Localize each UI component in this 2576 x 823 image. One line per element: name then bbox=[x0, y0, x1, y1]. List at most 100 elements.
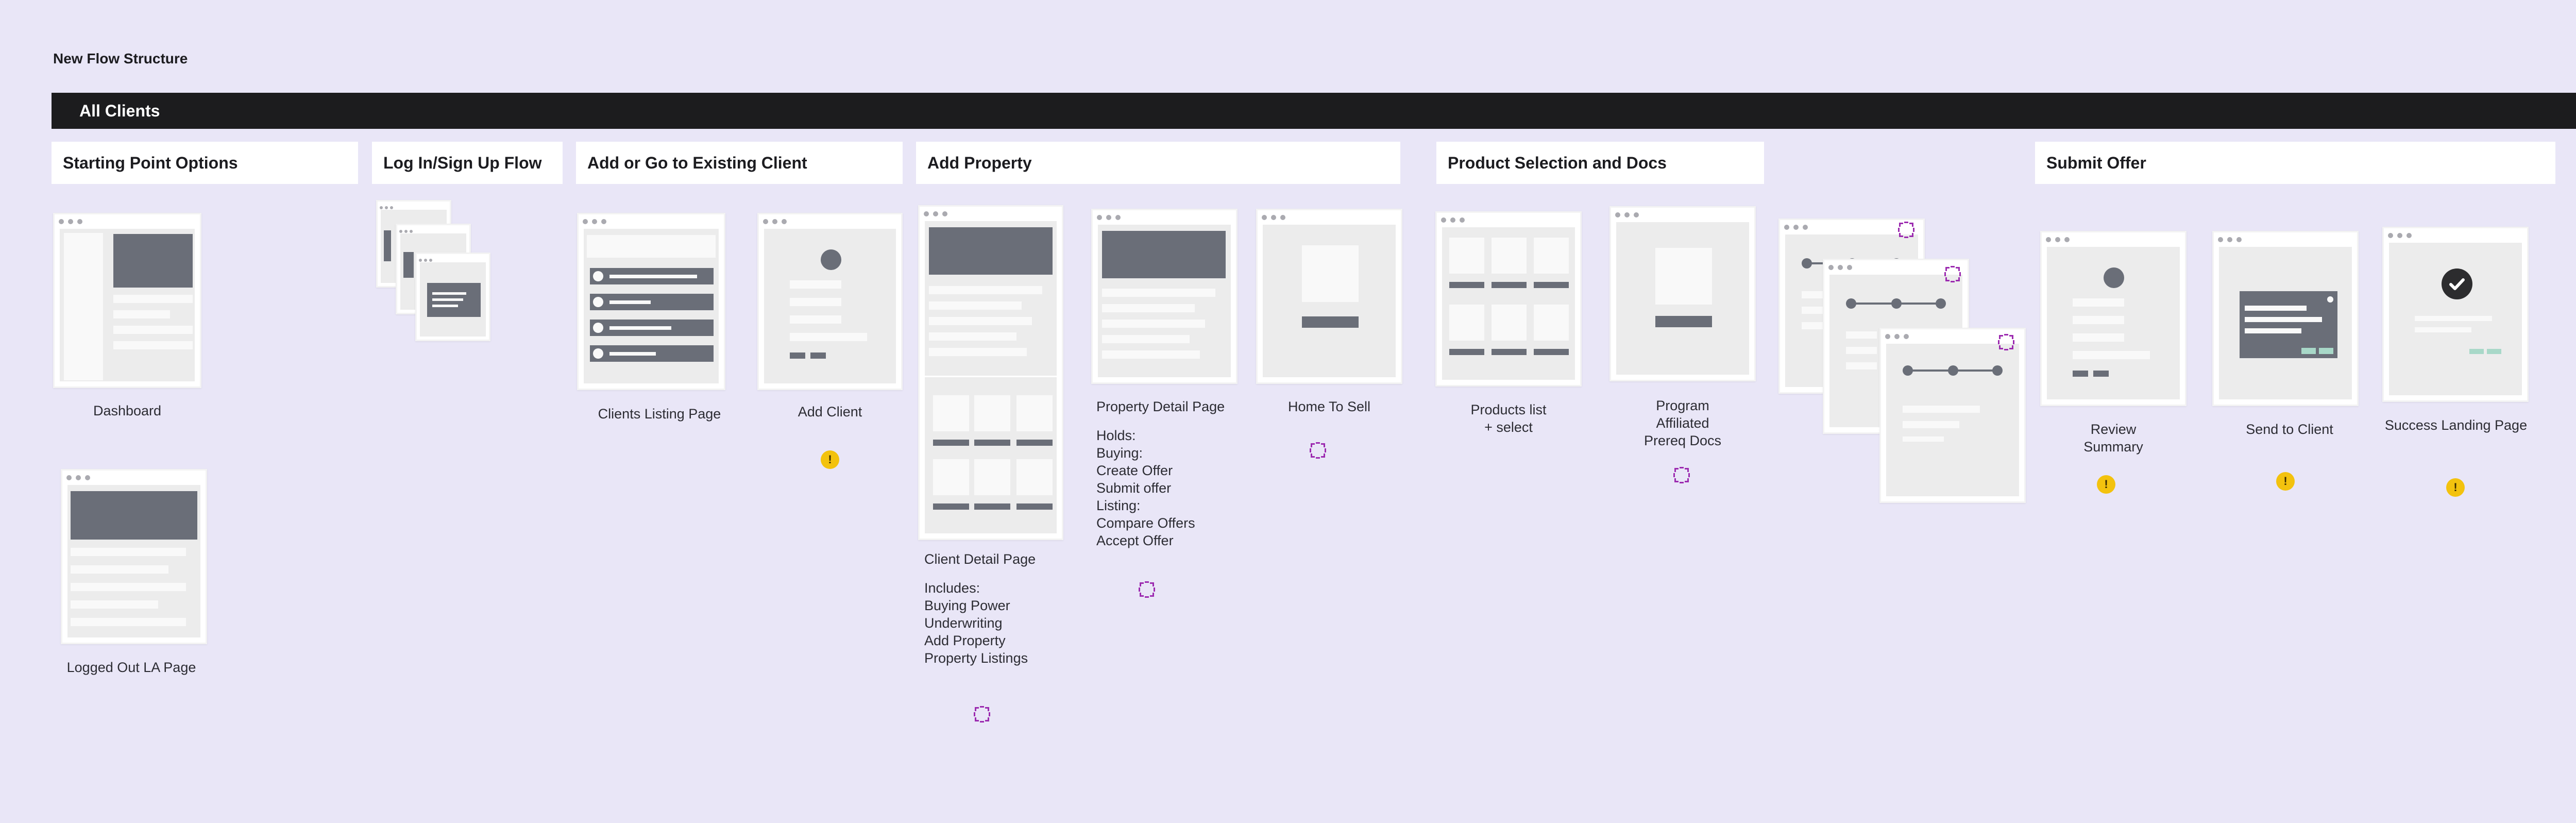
text-line bbox=[1903, 436, 1944, 442]
text-line bbox=[2073, 298, 2124, 307]
stepper-dot bbox=[1903, 365, 1913, 376]
section-label: Submit Offer bbox=[2046, 154, 2146, 172]
component-icon[interactable] bbox=[973, 705, 991, 724]
wireframe-body bbox=[420, 262, 486, 337]
clients-listing-label: Clients Listing Page bbox=[598, 406, 721, 422]
card-image bbox=[1016, 395, 1053, 431]
window-dots bbox=[419, 255, 436, 262]
stepper-dot bbox=[1936, 298, 1946, 309]
success-landing-wireframe[interactable] bbox=[2382, 227, 2529, 402]
section-add-property[interactable]: Add Property bbox=[916, 142, 1400, 184]
send-to-client-wireframe[interactable] bbox=[2212, 231, 2359, 406]
card-image bbox=[933, 395, 969, 431]
property-detail-label: Property Detail Page bbox=[1096, 399, 1225, 414]
component-icon[interactable] bbox=[1897, 221, 1916, 239]
send-to-client-label: Send to Client bbox=[2246, 422, 2333, 437]
text-line bbox=[1102, 289, 1215, 297]
card-label bbox=[974, 503, 1010, 510]
text-line bbox=[929, 332, 1016, 341]
component-icon[interactable] bbox=[1309, 441, 1327, 460]
card-label bbox=[1016, 440, 1053, 446]
add-client-wireframe[interactable] bbox=[757, 213, 903, 390]
wireframe-body bbox=[1442, 227, 1575, 380]
logged-out-wireframe[interactable] bbox=[61, 469, 207, 644]
text-line bbox=[71, 548, 186, 556]
text-line bbox=[113, 326, 193, 334]
wireframe-body bbox=[2047, 247, 2180, 399]
text-line bbox=[609, 352, 656, 356]
text-line bbox=[1102, 350, 1200, 359]
review-summary-wireframe[interactable] bbox=[2040, 231, 2187, 406]
section-label: Product Selection and Docs bbox=[1448, 154, 1667, 172]
header-block bbox=[587, 235, 716, 258]
window-dots bbox=[2388, 231, 2416, 238]
products-list-label: Products list + select bbox=[1470, 402, 1547, 435]
section-submit-offer[interactable]: Submit Offer bbox=[2035, 142, 2555, 184]
component-icon[interactable] bbox=[1997, 333, 2015, 351]
window-dots bbox=[1828, 263, 1856, 270]
section-login-flow[interactable]: Log In/Sign Up Flow bbox=[372, 142, 563, 184]
text-line bbox=[2415, 327, 2471, 332]
property-detail-wireframe[interactable] bbox=[1091, 209, 1238, 384]
card-label bbox=[1492, 282, 1527, 288]
button-block bbox=[810, 352, 826, 359]
warning-icon[interactable]: ! bbox=[821, 450, 839, 469]
text-line bbox=[2073, 351, 2150, 359]
window-dots bbox=[1615, 211, 1643, 217]
logged-out-label: Logged Out LA Page bbox=[66, 660, 196, 675]
home-to-sell-wireframe[interactable] bbox=[1256, 209, 1402, 384]
card-image bbox=[1534, 238, 1569, 274]
component-icon[interactable] bbox=[1943, 265, 1962, 283]
card-label bbox=[1449, 349, 1484, 355]
text-line bbox=[790, 333, 867, 341]
card-image bbox=[974, 395, 1010, 431]
success-landing-label: Success Landing Page bbox=[2384, 417, 2528, 433]
text-line bbox=[790, 298, 841, 306]
section-label: Add Property bbox=[927, 154, 1032, 172]
products-list-wireframe[interactable] bbox=[1435, 211, 1582, 387]
card-label bbox=[1492, 349, 1527, 355]
text-line bbox=[432, 298, 463, 301]
window-dots bbox=[1784, 223, 1812, 230]
text-line bbox=[71, 583, 186, 591]
program-docs-wireframe[interactable] bbox=[1609, 206, 1756, 381]
card-label bbox=[1449, 282, 1484, 288]
warning-icon[interactable]: ! bbox=[2276, 472, 2295, 491]
section-product-docs[interactable]: Product Selection and Docs bbox=[1436, 142, 1764, 184]
modal-block bbox=[2240, 291, 2337, 358]
warning-icon[interactable]: ! bbox=[2446, 478, 2465, 497]
button-block bbox=[2073, 371, 2088, 377]
all-clients-bar[interactable]: All Clients bbox=[52, 93, 2576, 129]
card-image bbox=[1534, 305, 1569, 341]
window-dots bbox=[399, 226, 417, 233]
section-client[interactable]: Add or Go to Existing Client bbox=[576, 142, 903, 184]
wireframe-body bbox=[2219, 247, 2352, 399]
section-starting-point[interactable]: Starting Point Options bbox=[52, 142, 358, 184]
text-line bbox=[432, 292, 466, 295]
component-icon[interactable] bbox=[1138, 580, 1156, 599]
text-line bbox=[2245, 306, 2307, 311]
login-step-3[interactable] bbox=[415, 253, 490, 341]
section-label: Starting Point Options bbox=[63, 154, 238, 172]
window-dots bbox=[763, 217, 791, 224]
image-block bbox=[1655, 248, 1712, 305]
button-block bbox=[2093, 371, 2109, 377]
warning-icon[interactable]: ! bbox=[2097, 475, 2115, 494]
text-line bbox=[1102, 335, 1190, 343]
text-line bbox=[2415, 316, 2492, 321]
client-detail-wireframe[interactable] bbox=[918, 205, 1063, 540]
component-icon[interactable] bbox=[1672, 466, 1691, 484]
window-dots bbox=[583, 217, 611, 224]
button-block bbox=[2469, 349, 2484, 354]
avatar-placeholder bbox=[2104, 267, 2124, 288]
button-block bbox=[2319, 348, 2333, 354]
text-line bbox=[1846, 347, 1877, 354]
text-line bbox=[2073, 333, 2124, 342]
stepper-step-3[interactable] bbox=[1879, 328, 2026, 503]
form-block bbox=[384, 230, 391, 261]
list-row bbox=[590, 294, 714, 310]
window-dots bbox=[1441, 216, 1469, 223]
avatar bbox=[593, 348, 603, 359]
dashboard-wireframe[interactable] bbox=[53, 213, 201, 388]
clients-listing-wireframe[interactable] bbox=[577, 213, 725, 390]
